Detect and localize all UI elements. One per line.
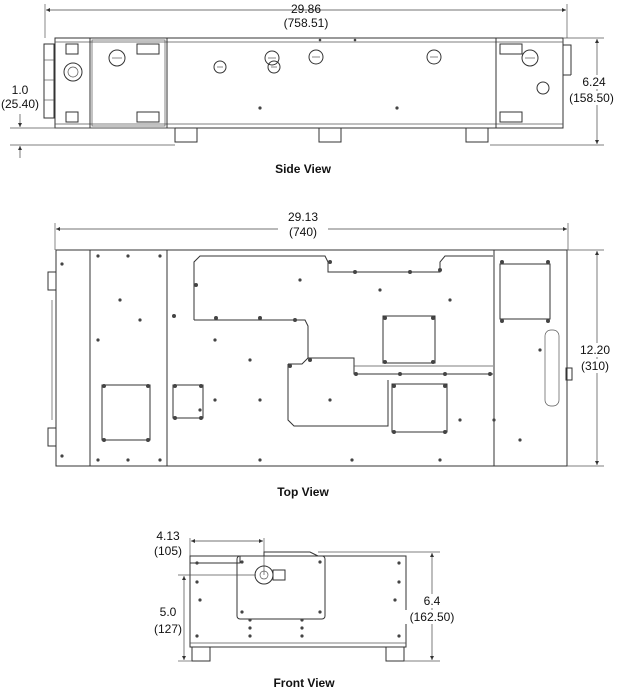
side-power-connector	[63, 62, 83, 82]
side-height-inches: 6.24	[571, 75, 617, 89]
top-width-mm: (740)	[278, 225, 328, 239]
top-body	[55, 249, 568, 467]
front-view-caption: Front View	[273, 676, 335, 690]
side-body	[54, 37, 564, 129]
top-lid-outline	[193, 255, 493, 320]
side-offset-inches: 1.0	[11, 83, 29, 97]
top-window-1	[101, 384, 151, 441]
side-foot-mid	[318, 127, 342, 143]
top-view	[47, 223, 604, 467]
front-height-mm: (162.50)	[405, 610, 459, 624]
top-window-3	[382, 315, 436, 364]
side-left-connector	[43, 43, 55, 119]
front-offset-inches: 4.13	[156, 529, 180, 543]
top-view-caption: Top View	[277, 485, 329, 499]
side-view-caption: Side View	[275, 162, 331, 176]
top-window-5	[499, 263, 551, 320]
side-foot-right	[465, 127, 489, 143]
front-foot-right	[385, 646, 405, 662]
top-depth-mm: (310)	[573, 359, 617, 373]
front-holes	[195, 560, 401, 638]
side-offset-mm: (25.40)	[0, 97, 40, 111]
side-view	[10, 4, 604, 158]
front-plate	[236, 555, 326, 620]
side-width-inches: 29.86	[290, 2, 322, 16]
front-foot-left	[191, 646, 211, 662]
front-offset-mm: (105)	[153, 544, 182, 558]
top-mounting-holes	[60, 254, 550, 462]
front-low-height-mm: (127)	[153, 622, 182, 636]
side-right-connector	[562, 44, 572, 76]
side-width-mm: (758.51)	[283, 16, 329, 30]
side-foot-left	[174, 127, 198, 143]
top-window-2	[172, 384, 204, 419]
top-depth-inches: 12.20	[573, 343, 617, 357]
top-width-inches: 29.13	[278, 210, 328, 224]
top-window-4	[391, 383, 448, 433]
front-view	[178, 538, 440, 662]
front-low-height-inches: 5.0	[159, 605, 177, 619]
front-body	[189, 555, 407, 648]
front-height-inches: 6.4	[412, 594, 452, 608]
side-height-mm: (158.50)	[566, 91, 617, 105]
